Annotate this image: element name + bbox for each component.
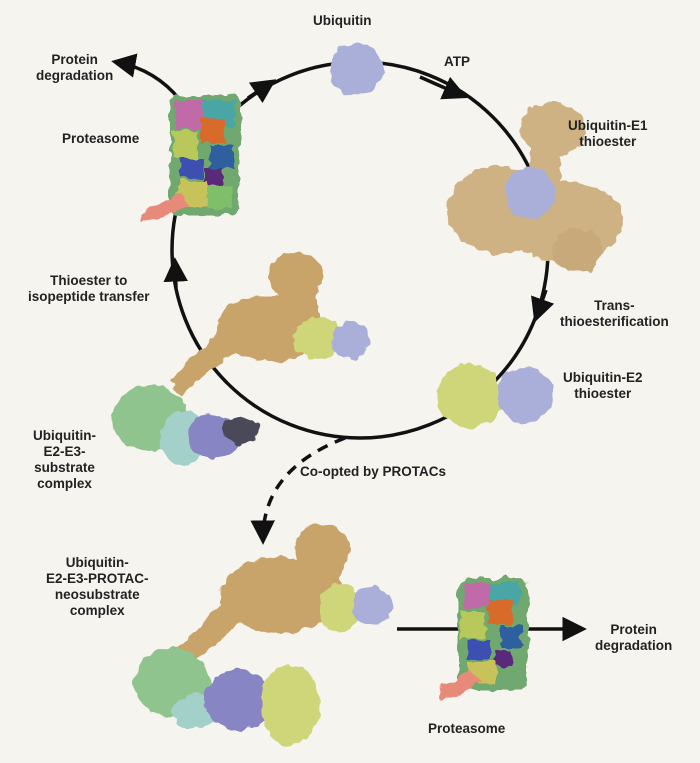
label-isopeptide-line1: Thioester to [50, 273, 128, 288]
label-protac-line3: neosubstrate [54, 587, 140, 602]
label-protac-line1: Ubiquitin- [65, 555, 129, 570]
label-substrate-line1: Ubiquitin- [33, 428, 96, 443]
arrow-coopted-protacs [250, 436, 346, 545]
label-substrate-line3: substrate [34, 460, 95, 475]
label-atp: ATP [444, 54, 470, 69]
label-substrate-complex: Ubiquitin- E2-E3- substrate complex [33, 428, 96, 492]
proteasome-top [140, 95, 240, 222]
label-protac-line4: complex [69, 603, 125, 618]
label-e1-line1: Ubiquitin-E1 [568, 118, 648, 133]
label-protein-degradation-top: Protein degradation [36, 52, 113, 84]
label-protein-degradation-bottom: Protein degradation [595, 622, 672, 654]
label-degradation-bottom-line2: degradation [595, 638, 673, 653]
label-substrate-line4: complex [37, 476, 92, 491]
label-substrate-line2: E2-E3- [43, 444, 86, 459]
ubiquitin-molecule [330, 43, 382, 95]
label-protac-complex: Ubiquitin- E2-E3-PROTAC- neosubstrate co… [46, 555, 149, 619]
label-e2-line2: thioester [574, 386, 632, 401]
ubiquitin-e2-e3-protac-complex [134, 524, 392, 745]
label-degradation-top-line2: degradation [36, 68, 114, 83]
proteasome-bottom [440, 578, 528, 700]
label-protac-line2: E2-E3-PROTAC- [46, 571, 149, 586]
label-thioester-to-isopeptide: Thioester to isopeptide transfer [28, 273, 150, 305]
label-coopted-by-protacs: Co-opted by PROTACs [300, 464, 446, 479]
arrow-atp [419, 75, 468, 100]
label-trans-line1: Trans- [594, 298, 635, 313]
label-degradation-top-line1: Protein [51, 52, 98, 67]
label-e2-line1: Ubiquitin-E2 [563, 370, 643, 385]
label-ubiquitin-e2-thioester: Ubiquitin-E2 thioester [563, 370, 643, 402]
arrow-trans-thioesterification [531, 289, 555, 323]
label-proteasome-bottom: Proteasome [428, 721, 506, 736]
arrow-to-proteasome [247, 79, 277, 104]
label-ubiquitin: Ubiquitin [313, 13, 372, 28]
label-degradation-bottom-line1: Protein [610, 622, 657, 637]
label-e1-line2: thioester [579, 134, 637, 149]
ubiquitin-e2-e3-substrate-complex [112, 252, 370, 466]
ubiquitin-e2-complex [437, 364, 553, 428]
label-trans-thioesterification: Trans- thioesterification [560, 298, 669, 330]
label-proteasome-top: Proteasome [62, 131, 140, 146]
label-trans-line2: thioesterification [560, 314, 669, 329]
ubiquitin-e1-complex [448, 102, 623, 272]
arrow-isopeptide-transfer [163, 257, 188, 289]
label-ubiquitin-e1-thioester: Ubiquitin-E1 thioester [568, 118, 648, 150]
label-isopeptide-line2: isopeptide transfer [28, 289, 150, 304]
